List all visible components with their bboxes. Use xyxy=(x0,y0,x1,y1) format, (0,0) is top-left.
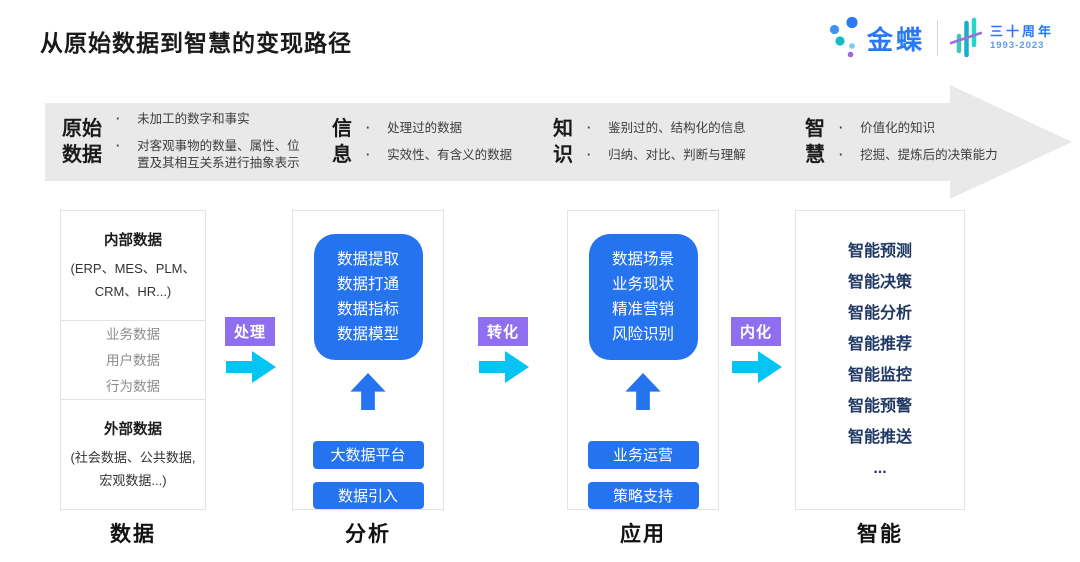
anniversary-label: 三十周年 xyxy=(989,23,1054,39)
card-line: 数据指标 xyxy=(336,301,399,318)
logo-divider xyxy=(936,20,938,56)
card-line: 风险识别 xyxy=(611,326,674,343)
external-data-subtitle: (社会数据、公共数据, 宏观数据...) xyxy=(70,449,196,488)
card-line: 精准营销 xyxy=(611,301,674,318)
stage-point: 归纳、对比、判断与理解 xyxy=(587,147,746,165)
intelligence-column-box: 智能预测 智能决策 智能分析 智能推荐 智能监控 智能预警 智能推送 ... xyxy=(795,210,965,510)
data-column-box: 内部数据 (ERP、MES、PLM、 CRM、HR...) 业务数据 用户数据 … xyxy=(60,210,206,510)
stage-keyword: 知识 xyxy=(553,118,573,166)
stage-information: 信息 处理过的数据 实效性、有含义的数据 xyxy=(332,103,512,181)
connector-label-internalize: 内化 xyxy=(731,317,782,346)
stage-raw-data: 原始数据 未加工的数字和事实 对客观事物的数量、属性、位置及其相互关系进行抽象表… xyxy=(62,103,309,181)
analysis-column-box: 数据提取 数据打通 数据指标 数据模型 大数据平台 数据引入 xyxy=(292,210,444,510)
application-card: 数据场景 业务现状 精准营销 风险识别 xyxy=(588,234,698,360)
stage-point: 未加工的数字和事实 xyxy=(116,111,309,129)
card-line: 数据提取 xyxy=(336,251,399,268)
strategy-support-chip: 策略支持 xyxy=(587,481,699,509)
middle-data-section: 业务数据 用户数据 行为数据 xyxy=(61,321,205,400)
intel-item: 智能推荐 xyxy=(847,335,912,353)
data-type-item: 行为数据 xyxy=(106,378,160,394)
stage-point: 处理过的数据 xyxy=(366,120,512,138)
external-data-title: 外部数据 xyxy=(104,421,162,438)
intel-item: 智能决策 xyxy=(847,273,912,291)
footer-label-data: 数据 xyxy=(110,523,156,546)
stage-keyword: 原始数据 xyxy=(62,118,102,166)
footer-label-application: 应用 xyxy=(620,523,666,546)
up-arrow-icon xyxy=(350,373,386,411)
business-operation-chip: 业务运营 xyxy=(587,441,699,469)
brand-name: 金蝶 xyxy=(866,24,925,55)
internal-data-section: 内部数据 (ERP、MES、PLM、 CRM、HR...) xyxy=(61,211,205,321)
internal-data-title: 内部数据 xyxy=(104,232,162,249)
connector-label-process: 处理 xyxy=(225,317,276,346)
stage-point: 价值化的知识 xyxy=(839,120,998,138)
stage-knowledge: 知识 鉴别过的、结构化的信息 归纳、对比、判断与理解 xyxy=(553,103,746,181)
stage-keyword: 智慧 xyxy=(805,118,825,166)
intel-item: 智能推送 xyxy=(847,428,912,446)
stage-point: 挖掘、提炼后的决策能力 xyxy=(839,147,998,165)
card-line: 数据场景 xyxy=(611,251,674,268)
page-title: 从原始数据到智慧的变现路径 xyxy=(40,30,352,56)
application-column-box: 数据场景 业务现状 精准营销 风险识别 业务运营 策略支持 xyxy=(567,210,719,510)
stage-point: 对客观事物的数量、属性、位置及其相互关系进行抽象表示 xyxy=(116,138,309,173)
up-arrow-icon xyxy=(625,373,661,411)
card-line: 数据打通 xyxy=(336,276,399,293)
intel-item: 智能预测 xyxy=(847,242,912,260)
card-line: 数据模型 xyxy=(336,326,399,343)
anniversary-text: 三十周年 1993-2023 xyxy=(990,24,1054,52)
internal-data-subtitle: (ERP、MES、PLM、 CRM、HR...) xyxy=(70,260,196,299)
kingdee-dots-icon xyxy=(829,16,858,58)
stage-points: 未加工的数字和事实 对客观事物的数量、属性、位置及其相互关系进行抽象表示 xyxy=(116,111,309,173)
card-line: 业务现状 xyxy=(611,276,674,293)
anniversary-years: 1993-2023 xyxy=(989,40,1045,52)
footer-label-analysis: 分析 xyxy=(345,523,391,546)
stage-points: 鉴别过的、结构化的信息 归纳、对比、判断与理解 xyxy=(587,120,746,164)
data-type-item: 业务数据 xyxy=(106,326,160,342)
stage-wisdom: 智慧 价值化的知识 挖掘、提炼后的决策能力 xyxy=(805,103,998,181)
intel-item: 智能预警 xyxy=(847,397,912,415)
stage-points: 价值化的知识 挖掘、提炼后的决策能力 xyxy=(839,120,998,164)
stage-point: 实效性、有含义的数据 xyxy=(366,147,512,165)
footer-label-intelligence: 智能 xyxy=(857,523,903,546)
intel-item: 智能分析 xyxy=(847,304,912,322)
anniversary-mark-icon xyxy=(949,17,982,58)
data-import-chip: 数据引入 xyxy=(312,481,424,509)
stage-points: 处理过的数据 实效性、有含义的数据 xyxy=(366,120,512,164)
external-data-section: 外部数据 (社会数据、公共数据, 宏观数据...) xyxy=(61,400,205,509)
connector-label-transform: 转化 xyxy=(478,317,529,346)
stage-point: 鉴别过的、结构化的信息 xyxy=(587,120,746,138)
right-arrow-icon xyxy=(479,351,529,383)
right-arrow-icon xyxy=(226,351,276,383)
intel-item-ellipsis: ... xyxy=(873,459,887,477)
intel-item: 智能监控 xyxy=(847,366,912,384)
stage-keyword: 信息 xyxy=(332,118,352,166)
data-type-item: 用户数据 xyxy=(106,352,160,368)
analysis-card: 数据提取 数据打通 数据指标 数据模型 xyxy=(313,234,423,360)
right-arrow-icon xyxy=(732,351,782,383)
big-data-platform-chip: 大数据平台 xyxy=(312,441,424,469)
kingdee-logo: 金蝶 三十周年 1993-2023 xyxy=(829,16,1054,60)
